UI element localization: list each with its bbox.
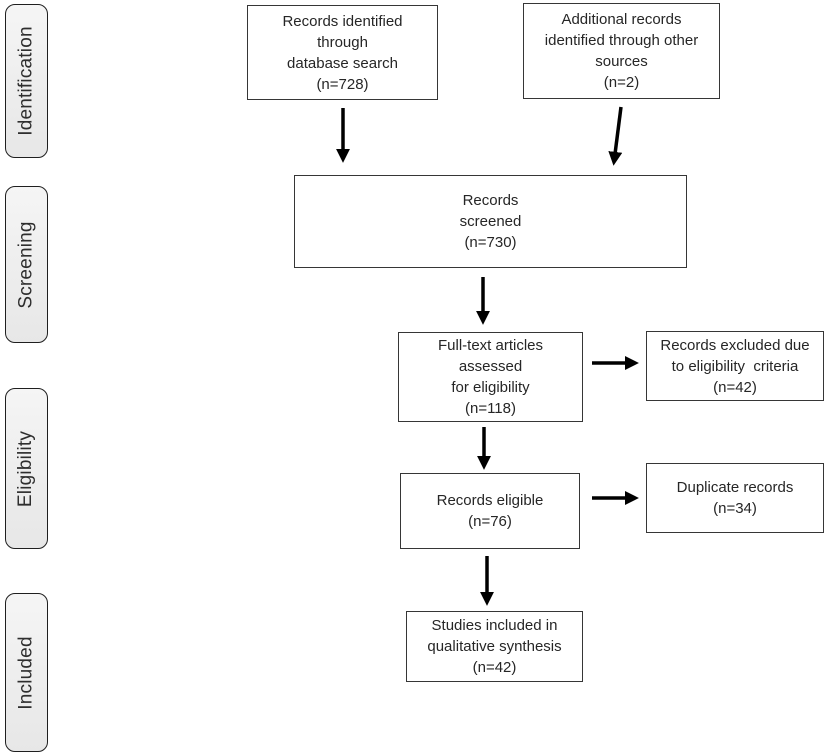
box-records-identified-database: Records identified through database sear… [247, 5, 438, 100]
box-additional-records-other-sources: Additional records identified through ot… [523, 3, 720, 99]
box-text-line: for eligibility [451, 379, 530, 396]
stage-identification: Identification [5, 4, 48, 158]
box-records-eligible: Records eligible (n=76) [400, 473, 580, 549]
box-records-screened: Records screened (n=730) [294, 175, 687, 268]
box-text-line: to eligibility criteria [671, 357, 799, 375]
box-text-line: qualitative synthesis [427, 638, 562, 655]
box-text-line: (n=42) [472, 659, 517, 676]
box-text-line: database search [287, 54, 398, 72]
box-text-line: (n=42) [713, 378, 757, 396]
box-text-line: assessed [458, 358, 523, 375]
stage-screening: Screening [5, 186, 48, 343]
box-text-line: Studies included in [431, 617, 558, 634]
box-text-line: Duplicate records [676, 479, 794, 496]
box-text-line: Records identified [282, 12, 403, 30]
stage-eligibility-label: Eligibility [15, 430, 37, 507]
box-text-line: (n=76) [468, 513, 512, 530]
stage-included-label: Included [15, 635, 37, 710]
box-text-line: identified through other [544, 32, 699, 49]
box-text-line: Records excluded due [660, 336, 810, 354]
box-duplicate-records: Duplicate records (n=34) [646, 463, 824, 533]
box-text-line: through [317, 33, 368, 51]
box-studies-included: Studies included in qualitative synthesi… [406, 611, 583, 682]
box-text-line: sources [595, 53, 648, 70]
stage-screening-label: Screening [15, 220, 37, 309]
box-text-line: (n=118) [464, 400, 516, 417]
box-text-line: Records eligible [436, 492, 544, 509]
box-text-line: Additional records [561, 11, 682, 28]
box-fulltext-assessed: Full-text articles assessed for eligibil… [398, 332, 583, 422]
box-text-line: Records [462, 192, 519, 209]
arrow-other-to-screened [608, 106, 623, 166]
box-text-line: (n=730) [464, 234, 517, 251]
stage-eligibility: Eligibility [5, 388, 48, 549]
box-records-excluded: Records excluded due to eligibility crit… [646, 331, 824, 401]
box-text-line: (n=728) [316, 75, 369, 93]
stage-identification-label: Identification [15, 26, 37, 136]
box-text-line: (n=34) [713, 500, 757, 517]
box-text-line: Full-text articles [437, 337, 544, 354]
box-text-line: screened [459, 213, 522, 230]
box-text-line: (n=2) [603, 74, 640, 91]
stage-included: Included [5, 593, 48, 752]
